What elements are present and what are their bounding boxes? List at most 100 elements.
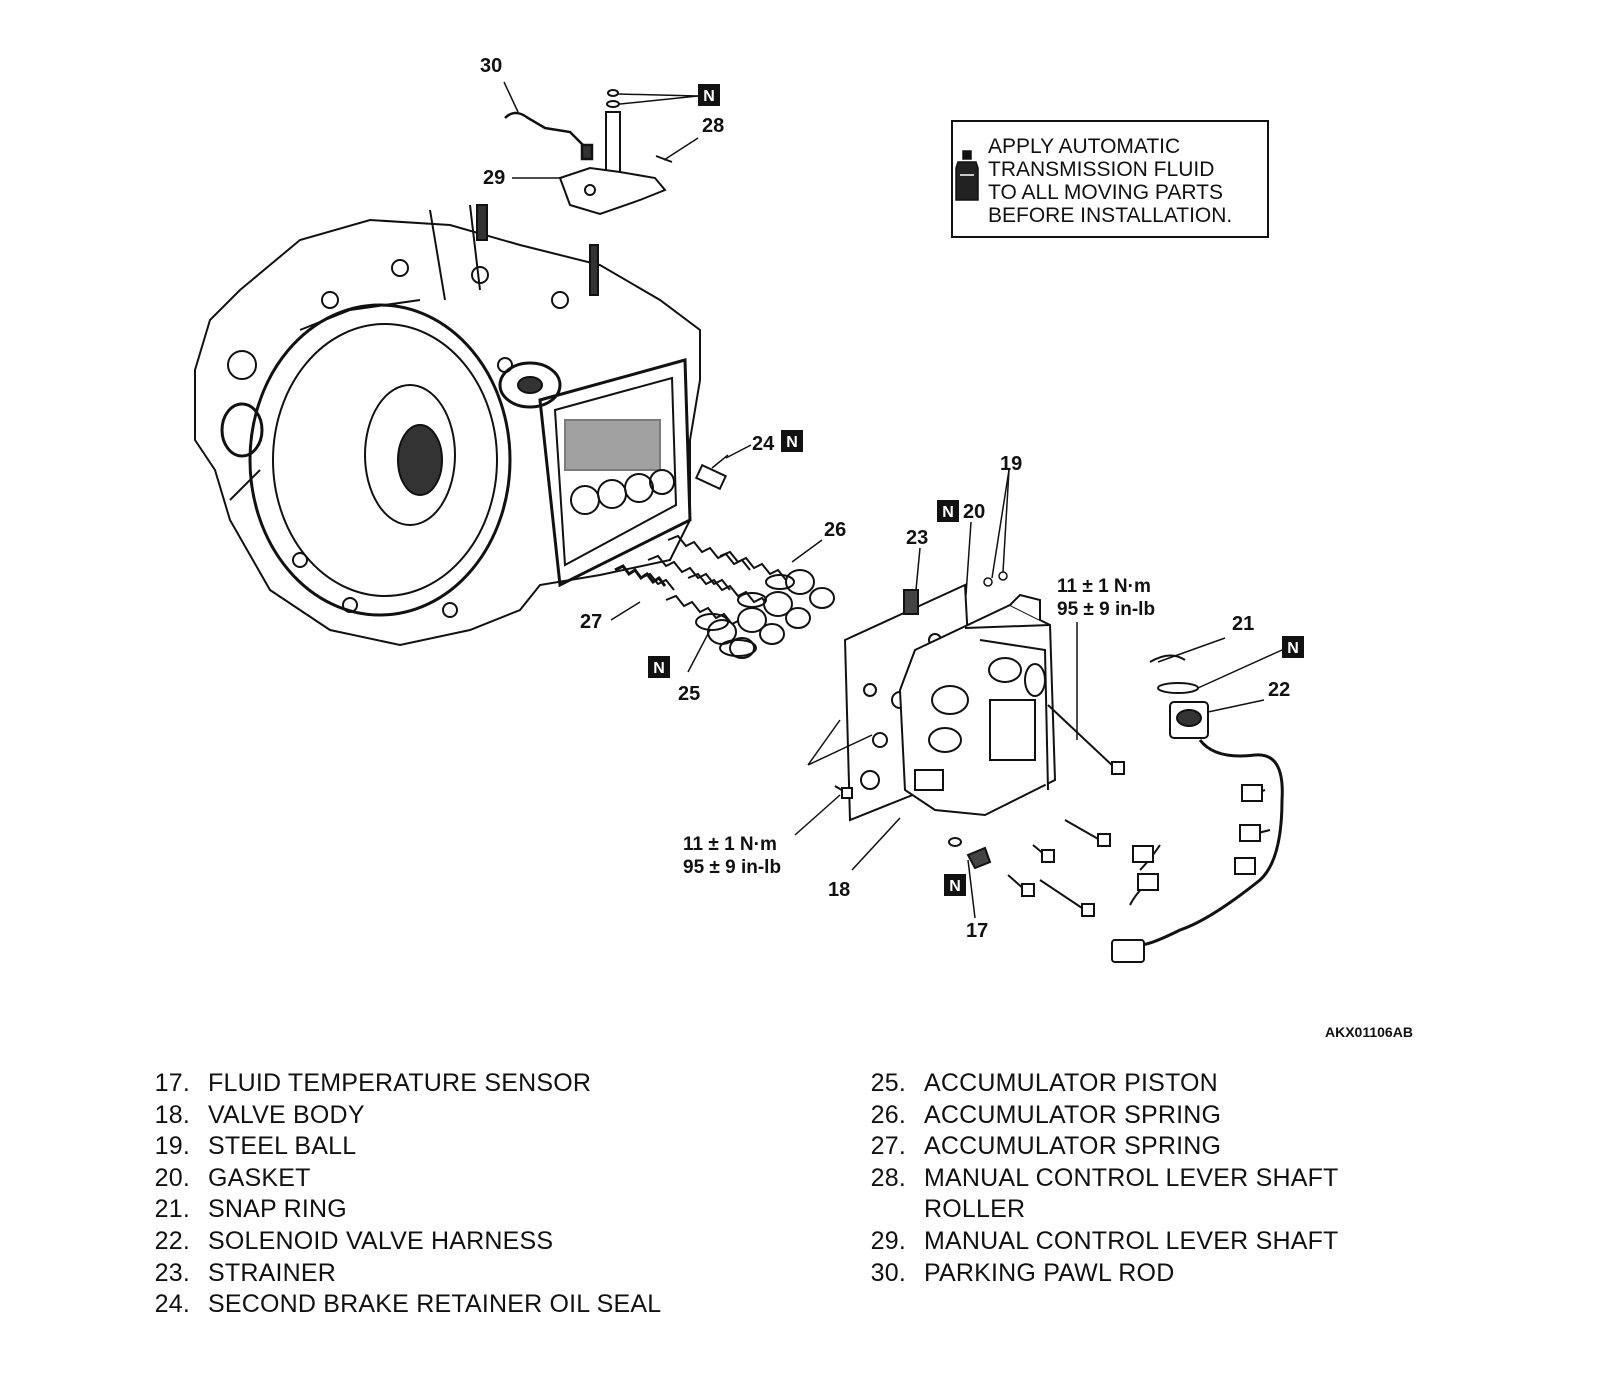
legend-item-number: 17. — [154, 1069, 190, 1097]
note-line-2: TRANSMISSION FLUID — [988, 158, 1214, 181]
valve-body-bolts — [834, 704, 1125, 917]
legend-item: 25. ACCUMULATOR PISTON — [848, 1068, 1339, 1100]
legend-item-name: GASKET — [208, 1163, 311, 1192]
legend-item: 29. MANUAL CONTROL LEVER SHAFT — [848, 1226, 1339, 1258]
legend-item-name: FLUID TEMPERATURE SENSOR — [208, 1069, 592, 1097]
legend-item: ROLLER — [848, 1194, 1339, 1226]
legend-item-number: 25. — [870, 1069, 906, 1097]
n-badge-17: N — [944, 874, 966, 896]
legend-item-name: SECOND BRAKE RETAINER OIL SEAL — [208, 1290, 662, 1319]
second-brake-retainer-oil-seal — [694, 454, 729, 491]
legend-item-name: SOLENOID VALVE HARNESS — [208, 1226, 554, 1255]
legend-item-name: ACCUMULATOR PISTON — [924, 1069, 1218, 1097]
legend-item-name: PARKING PAWL ROD — [924, 1258, 1175, 1287]
legend-item-name: SNAP RING — [208, 1195, 347, 1224]
solenoid-valve-harness — [1111, 701, 1284, 963]
legend-item-name: MANUAL CONTROL LEVER SHAFT — [924, 1163, 1339, 1192]
callout-22: 22 — [1268, 679, 1290, 701]
legend-item-name: ACCUMULATOR SPRING — [924, 1100, 1222, 1129]
figure-id: AKX01106AB — [1325, 1024, 1413, 1040]
legend-item-number: 19. — [154, 1132, 190, 1161]
legend-item-number: 28. — [870, 1163, 906, 1192]
accumulator-pistons — [695, 569, 835, 659]
n-badge-21: N — [1282, 636, 1304, 658]
callout-17: 17 — [966, 920, 988, 942]
legend-item: 27. ACCUMULATOR SPRING — [848, 1131, 1339, 1163]
n-badge-24: N — [781, 430, 803, 452]
legend-item-name: ACCUMULATOR SPRING — [924, 1132, 1222, 1161]
legend-item: 17. FLUID TEMPERATURE SENSOR — [132, 1068, 661, 1100]
legend-item-number: 18. — [154, 1100, 190, 1129]
svg-text:N: N — [653, 660, 665, 677]
callout-18: 18 — [828, 879, 850, 901]
strainer — [903, 589, 919, 615]
fluid-bottle-icon — [955, 150, 979, 201]
legend-item-number: 26. — [870, 1100, 906, 1129]
legend-item: 26. ACCUMULATOR SPRING — [848, 1100, 1339, 1132]
legend-item: 21. SNAP RING — [132, 1194, 661, 1226]
callout-21: 21 — [1232, 613, 1254, 635]
snap-ring — [1149, 654, 1199, 694]
legend-item-name: STEEL BALL — [208, 1132, 357, 1161]
svg-text:N: N — [703, 88, 715, 105]
n-badge-28: N — [698, 84, 720, 106]
svg-text:N: N — [786, 434, 798, 451]
legend-item-number — [848, 1194, 924, 1226]
exploded-view-diagram: APPLY AUTOMATIC TRANSMISSION FLUID TO AL… — [194, 55, 1413, 1040]
legend-item-number: 24. — [154, 1290, 190, 1319]
callout-26: 26 — [824, 519, 846, 541]
legend-item-name: MANUAL CONTROL LEVER SHAFT — [924, 1226, 1339, 1255]
callout-23: 23 — [906, 527, 928, 549]
legend-item-number: 21. — [154, 1195, 190, 1224]
legend-item-name: VALVE BODY — [208, 1100, 365, 1129]
callout-19: 19 — [1000, 453, 1022, 475]
callout-27: 27 — [580, 611, 602, 633]
note-line-1: APPLY AUTOMATIC — [988, 135, 1180, 158]
transmission-case — [194, 204, 701, 647]
n-badge-25: N — [648, 656, 670, 678]
svg-text:N: N — [1287, 640, 1299, 657]
torque-lower-nm: 11 ± 1 N·m — [683, 834, 777, 855]
manual-control-lever-shaft — [558, 89, 667, 216]
legend-item-number: 20. — [154, 1163, 190, 1192]
parts-legend-left: 17. FLUID TEMPERATURE SENSOR 18. VALVE BODY… — [132, 1068, 662, 1321]
parking-pawl-rod — [504, 111, 594, 161]
valve-body — [898, 593, 1057, 817]
n-badge-20: N — [937, 500, 959, 522]
lever-shaft-roller — [655, 155, 673, 163]
callout-20: 20 — [963, 501, 985, 523]
parts-legend-right: 25. ACCUMULATOR PISTON 26. ACCUMULATOR SPRI… — [848, 1068, 1339, 1289]
legend-item-number: 27. — [870, 1132, 906, 1161]
torque-upper-nm: 11 ± 1 N·m — [1057, 576, 1151, 597]
note-line-3: TO ALL MOVING PARTS — [988, 181, 1223, 204]
legend-item: 19. STEEL BALL — [132, 1131, 661, 1163]
note-line-4: BEFORE INSTALLATION. — [988, 204, 1232, 227]
legend-item-number: 22. — [154, 1226, 190, 1255]
legend-item: 24. SECOND BRAKE RETAINER OIL SEAL — [132, 1289, 662, 1321]
fluid-temperature-sensor — [948, 837, 992, 870]
legend-item-name: ROLLER — [924, 1195, 1026, 1224]
legend-item: 20. GASKET — [132, 1163, 661, 1195]
callout-24: 24 — [752, 433, 775, 455]
legend-item-number: 29. — [870, 1226, 906, 1255]
steel-balls — [983, 571, 1008, 587]
svg-text:N: N — [949, 878, 961, 895]
accumulator-springs — [614, 534, 803, 631]
callout-29: 29 — [483, 167, 505, 189]
svg-text:N: N — [942, 504, 954, 521]
legend-item-number: 23. — [154, 1258, 190, 1287]
callout-25: 25 — [678, 683, 700, 705]
legend-item: 28. MANUAL CONTROL LEVER SHAFT — [848, 1163, 1339, 1195]
callout-28: 28 — [702, 115, 724, 137]
callout-30: 30 — [480, 55, 502, 77]
legend-item-name: STRAINER — [208, 1258, 337, 1287]
legend-item: 22. SOLENOID VALVE HARNESS — [132, 1226, 661, 1258]
legend-item: 23. STRAINER — [132, 1258, 661, 1290]
legend-item-number: 30. — [870, 1258, 906, 1287]
legend-item: 18. VALVE BODY — [132, 1100, 661, 1132]
leader-lines — [503, 81, 1283, 919]
torque-lower-inlb: 95 ± 9 in-lb — [683, 857, 781, 878]
legend-item: 30. PARKING PAWL ROD — [848, 1258, 1339, 1290]
torque-upper-inlb: 95 ± 9 in-lb — [1057, 599, 1155, 620]
atf-note-box: APPLY AUTOMATIC TRANSMISSION FLUID TO AL… — [951, 120, 1269, 238]
